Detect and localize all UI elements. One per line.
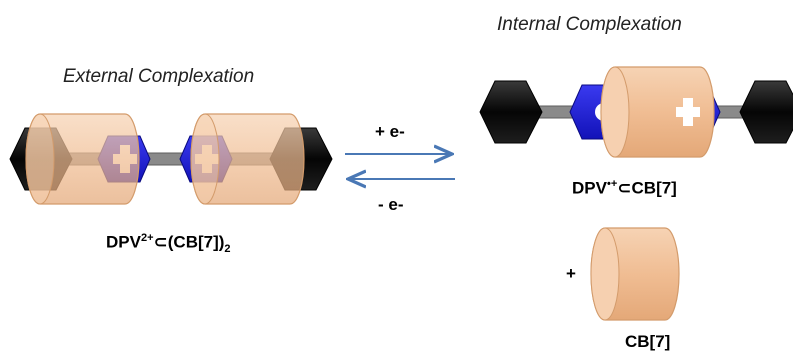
cucurbituril-left-icon	[25, 113, 140, 205]
external-complex	[9, 113, 333, 205]
cucurbituril-icon	[600, 66, 715, 158]
internal-complex	[479, 66, 793, 158]
free-cucurbituril-icon	[590, 227, 680, 321]
forward-arrow-label: + e-	[375, 122, 405, 141]
external-complex-formula: DPV2+⊂(CB[7])2	[106, 232, 231, 256]
internal-complex-formula: DPV•+⊂CB[7]	[572, 178, 677, 198]
left-stopper-hexagon	[479, 80, 543, 144]
internal-complexation-title: Internal Complexation	[497, 14, 682, 35]
cucurbituril-right-icon	[190, 113, 305, 205]
reverse-arrow-label: - e-	[378, 195, 404, 214]
external-complexation-title: External Complexation	[63, 66, 255, 87]
free-host-label: CB[7]	[625, 332, 671, 351]
right-stopper-hexagon	[739, 80, 793, 144]
plus-charge-icon	[676, 98, 700, 126]
plus-sign: +	[566, 264, 576, 283]
